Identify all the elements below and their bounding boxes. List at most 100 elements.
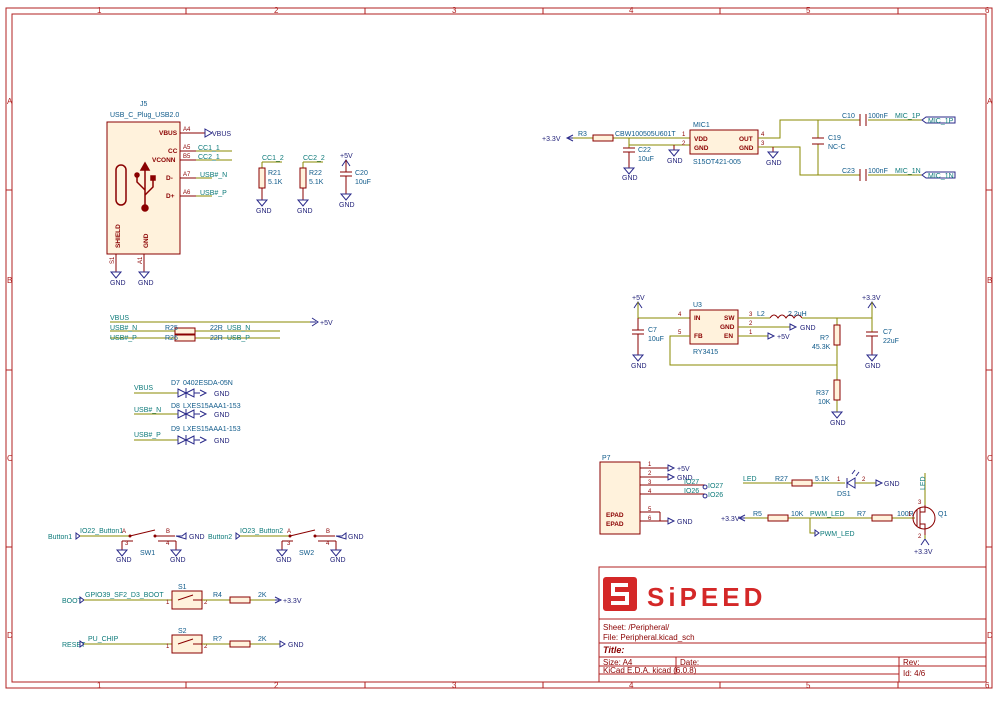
led-driver[interactable]: LED R27 5.1K 1 2 GND DS1 LED +3.3V R5 10… (721, 469, 947, 556)
microphone-mic1[interactable]: +3.3V R3 CBW100505U601T C22 10uF GND GND… (542, 113, 956, 182)
row-label-c-r: C (987, 454, 993, 463)
usb-c-connector-j5[interactable]: J5 USB_C_Plug_USB2.0 VBUS CC VCONN D- D+… (106, 101, 232, 287)
sw1-ref: SW1 (140, 550, 155, 557)
r22-net: CC2_2 (303, 155, 325, 162)
ds1-gnd: GND (884, 481, 900, 488)
pwm-led-net: PWM_LED (810, 511, 845, 518)
r3-ref: R3 (578, 131, 587, 138)
u3-pin3: 3 (749, 312, 753, 318)
r5-3v3: +3.3V (721, 516, 740, 523)
c20-ref: C20 (355, 170, 368, 177)
r7c-ref: R7 (857, 511, 866, 518)
r26-ref: R26 (165, 335, 178, 342)
j5-dm-net: USB#_N (200, 172, 227, 179)
p7-gnd: GND (677, 475, 693, 482)
logo-text: SiPEED (647, 582, 766, 612)
c7a-value: 10uF (648, 336, 664, 343)
u3-ref: U3 (693, 302, 702, 309)
j5-pin-s1: S1 (110, 256, 116, 264)
j5-pin-a1: A1 (138, 256, 144, 264)
row-label-d: D (7, 631, 13, 640)
d7-ref: D7 (171, 380, 180, 387)
s1-3v3: +3.3V (283, 598, 302, 605)
row-label-b: B (7, 276, 12, 285)
q1-pin2: 2 (918, 534, 922, 540)
p7-pin1: 1 (648, 462, 652, 468)
p7-pin2: 2 (648, 471, 652, 477)
mic1-pin-gnd2: GND (739, 145, 754, 152)
c7b-value: 22uF (883, 338, 899, 345)
sw1-pin-4: 4 (166, 541, 170, 547)
sheet-frame: 1 2 3 4 5 6 1 2 3 4 5 6 A B C D A B C D (5, 6, 993, 690)
d8-ref: D8 (171, 403, 180, 410)
j5-cc2-net: CC2_1 (198, 154, 220, 161)
r25-value: 22R (210, 325, 223, 332)
mic1-pin-gnd: GND (694, 145, 709, 152)
j5-value: USB_C_Plug_USB2.0 (110, 112, 179, 119)
button-sw2[interactable]: Button2 IO23_Button2 A B 3 4 SW2 GND GND… (208, 528, 364, 564)
p7-pin5: 5 (648, 507, 652, 513)
q1-ref: Q1 (938, 511, 947, 518)
s1-pin-2: 2 (204, 600, 208, 606)
p7-ref: P7 (602, 455, 611, 462)
col-label-6b: 6 (985, 681, 990, 690)
r37-ref: R37 (816, 390, 829, 397)
tb-tool: KiCad E.D.A. kicad (6.0.8) (603, 666, 697, 675)
led-net-left: LED (743, 476, 757, 483)
sw2-gnd3: GND (348, 534, 364, 541)
button-sw1[interactable]: Button1 IO22_Button1 A B 3 4 SW1 GND GND… (48, 528, 205, 564)
p7-io27-port: IO27 (708, 483, 723, 490)
sipeed-logo: SiPEED (603, 577, 766, 612)
p7-io26-net: IO26 (684, 488, 699, 495)
reset-switch-s2[interactable]: RESET PU_CHIP S2 1 2 R? 2K GND (62, 628, 304, 654)
io23-label: IO23_Button2 (240, 528, 283, 535)
sw1-gnd2: GND (170, 557, 186, 564)
j5-pin-dp: D+ (166, 193, 175, 200)
button1-label: Button1 (48, 534, 72, 541)
tb-id: Id: 4/6 (903, 669, 926, 678)
j5-pin-vconn: VCONN (152, 157, 176, 164)
s2-pin-2: 2 (204, 644, 208, 650)
sw2-pin-a: A (287, 529, 291, 535)
connector-p7[interactable]: P7 EPAD EPAD 1 2 3 4 5 6 +5V GND GND IO2… (599, 455, 723, 535)
mosfet-icon (912, 505, 936, 535)
col-label-5b: 5 (806, 681, 811, 690)
c23-ref: C23 (842, 168, 855, 175)
r21-value: 5.1K (268, 179, 283, 186)
l2-ref: L2 (757, 311, 765, 318)
r21-net: CC1_2 (262, 155, 284, 162)
usb-vbus-5v: +5V (320, 320, 333, 327)
gpio39-label: GPIO39_SF2_D3_BOOT (85, 592, 164, 599)
p7-io27-net: IO27 (684, 479, 699, 486)
c7a-gnd: GND (631, 363, 647, 370)
mic1n-port: MIC_1N (928, 173, 954, 180)
u3-pin-fb: FB (694, 333, 703, 340)
q1-pin3: 3 (918, 500, 922, 506)
r21-ref: R21 (268, 170, 281, 177)
cc-pulldown-resistors[interactable]: CC1_2 CC2_2 R21 5.1K R22 5.1K GND GND +5… (255, 153, 371, 215)
q1-led-net: LED (920, 476, 927, 490)
u3-gnd: GND (800, 325, 816, 332)
u3-pin4: 4 (678, 312, 682, 318)
ds1-pin2: 2 (862, 477, 866, 483)
usb-series-resistors[interactable]: VBUS +5V USB#_N USB#_P R25 R26 22R 22R U… (110, 315, 333, 342)
u3-pin5: 5 (678, 330, 682, 336)
button2-label: Button2 (208, 534, 232, 541)
c20-5v: +5V (340, 153, 353, 160)
s2-gnd: GND (288, 642, 304, 649)
d8-value: LXES15AAA1-153 (183, 403, 241, 410)
buck-regulator-u3[interactable]: +5V C7 10uF GND U3 IN FB SW GND EN 4 5 3… (631, 295, 899, 427)
col-label-3: 3 (452, 6, 457, 15)
r3-value: CBW100505U601T (615, 131, 676, 138)
usb-plug-icon (115, 164, 127, 206)
u3-value: RY3415 (693, 349, 718, 356)
col-label-6: 6 (985, 6, 990, 15)
c20-value: 10uF (355, 179, 371, 186)
j5-gnd: GND (143, 233, 150, 248)
boot-switch-s1[interactable]: BOOT GPIO39_SF2_D3_BOOT S1 1 2 R4 2K +3.… (62, 584, 302, 610)
esd-diodes[interactable]: VBUS USB#_N USB#_P D7 0402ESDA-05N D8 LX… (134, 380, 241, 445)
sw1-pin-a: A (122, 529, 126, 535)
j5-gnd-a1: GND (138, 280, 154, 287)
sw2-ref: SW2 (299, 550, 314, 557)
r37-value: 10K (818, 399, 831, 406)
